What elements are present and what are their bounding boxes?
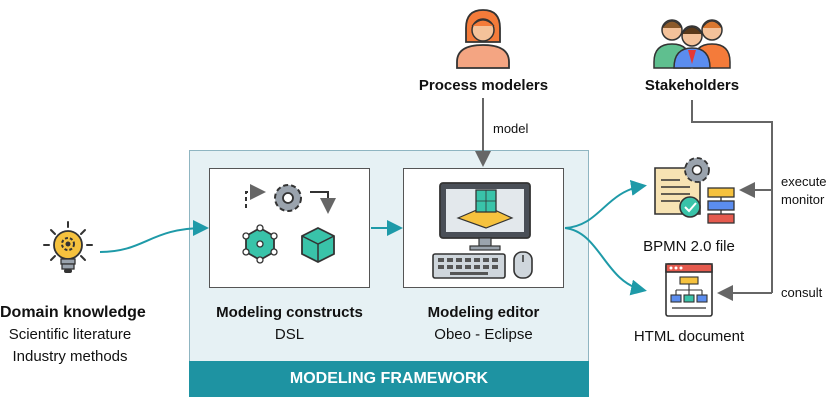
html-document-label: HTML document xyxy=(633,328,745,345)
stakeholders-group-icon xyxy=(653,19,731,69)
edge-label-monitor: monitor xyxy=(781,192,825,207)
html-document-icon xyxy=(665,263,713,317)
edge-label-execute: execute xyxy=(781,174,827,189)
domain-knowledge-line-2: Industry methods xyxy=(12,348,128,365)
bpmn-file-icon xyxy=(654,157,735,224)
modeling-editor-computer-icon xyxy=(432,182,533,279)
line-stakeholders xyxy=(691,100,773,293)
modeling-constructs-icon xyxy=(242,184,336,264)
edge-label-model: model xyxy=(493,121,529,136)
arrow-editor-to-html xyxy=(564,227,647,296)
modeling-framework-label: MODELING FRAMEWORK xyxy=(189,361,589,397)
lightbulb-icon xyxy=(43,221,93,273)
modeling-constructs-title: Modeling constructs xyxy=(216,304,363,321)
domain-knowledge-title: Domain knowledge xyxy=(0,304,146,321)
bpmn-file-label: BPMN 2.0 file xyxy=(643,238,735,255)
process-modelers-label: Process modelers xyxy=(418,77,549,94)
arrow-editor-to-bpmn xyxy=(564,179,647,229)
process-modeler-person-icon xyxy=(456,9,510,69)
edge-label-consult: consult xyxy=(781,285,823,300)
domain-knowledge-line-1: Scientific literature xyxy=(8,326,132,343)
modeling-constructs-subtitle: DSL xyxy=(274,326,305,343)
modeling-editor-subtitle: Obeo - Eclipse xyxy=(434,326,533,343)
arrow-knowledge-to-constructs xyxy=(99,220,209,253)
modeling-editor-title: Modeling editor xyxy=(427,304,540,321)
stakeholders-label: Stakeholders xyxy=(644,77,740,94)
